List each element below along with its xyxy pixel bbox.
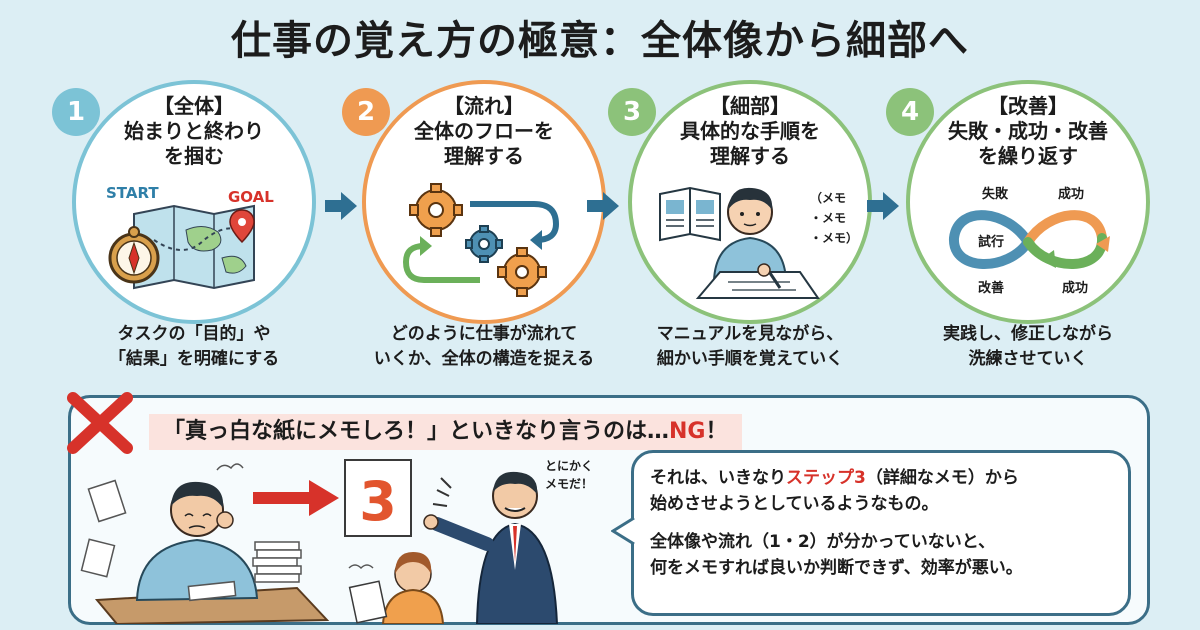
step-3-description: マニュアルを見ながら、 細かい手順を覚えていく xyxy=(656,324,844,369)
step-4-description: 実践し、修正しながら 洗練させていく xyxy=(943,324,1113,369)
step-4-circle xyxy=(906,80,1150,324)
step-2-badge: 2 xyxy=(342,88,390,136)
step-2-line1: 全体のフローを xyxy=(414,119,554,143)
loop-fail-label: 失敗 xyxy=(982,186,1009,202)
step-4-badge: 4 xyxy=(886,88,934,136)
infinity-loop-icon: 失敗 成功 試行 改善 成功 xyxy=(949,186,1110,296)
ng-label: NG xyxy=(669,419,706,444)
step-2-description: どのように仕事が流れて いくか、全体の構造を捉える xyxy=(373,324,595,369)
start-label: START xyxy=(106,184,159,202)
loop-success-top-label: 成功 xyxy=(1058,186,1084,202)
step-3-highlight: ステップ3 xyxy=(786,468,866,488)
map-compass-icon: START GOAL xyxy=(106,184,274,290)
loop-success-bottom-label: 成功 xyxy=(1062,280,1088,296)
explanation-speech-bubble: それは、いきなりステップ3（詳細なメモ）から 始めさせようとしているようなもの。… xyxy=(631,450,1131,616)
explanation-paragraph-1: それは、いきなりステップ3（詳細なメモ）から 始めさせようとしているようなもの。 xyxy=(650,468,1019,514)
step-1-title: 【全体】 始まりと終わり を掴む xyxy=(92,94,296,169)
step-1-heading: 【全体】 xyxy=(154,94,234,118)
step-3-line2: 理解する xyxy=(710,144,790,168)
step-3-heading: 【細部】 xyxy=(710,94,790,118)
step-4-title: 【改善】 失敗・成功・改善 を繰り返す xyxy=(926,94,1130,169)
bubble-tail xyxy=(611,516,635,546)
memo-note-2: ・メモ・ xyxy=(810,211,850,225)
step-2-title: 【流れ】 全体のフローを 理解する xyxy=(382,94,586,169)
step-3-badge: 3 xyxy=(608,88,656,136)
step-1-line2: を掴む xyxy=(164,144,224,168)
arrow-right-icon xyxy=(325,192,357,220)
manual-reading-icon: （メモ・ ・メモ・ ・メモ） xyxy=(659,186,850,299)
step-1-line1: 始まりと終わり xyxy=(124,119,264,143)
step-4-heading: 【改善】 xyxy=(988,94,1068,118)
page-title: 仕事の覚え方の極意：全体像から細部へ xyxy=(231,18,969,64)
ng-heading: 「真っ白な紙にメモしろ！」といきなり言うのは…NG！ xyxy=(149,414,742,450)
step-2-line2: 理解する xyxy=(444,144,524,168)
step-1-badge: 1 xyxy=(52,88,100,136)
boss-speech-line2: メモだ！ xyxy=(545,477,593,491)
step-1-description: タスクの「目的」や 「結果」を明確にする xyxy=(108,324,280,369)
goal-label: GOAL xyxy=(228,188,274,206)
step-3-line1: 具体的な手順を xyxy=(680,119,820,143)
explanation-paragraph-2: 全体像や流れ（1・2）が分かっていないと、 何をメモすれば良いか判断できず、効率… xyxy=(650,532,1023,578)
step-4-line2: を繰り返す xyxy=(978,144,1078,168)
memo-note-3: ・メモ） xyxy=(810,230,850,245)
ng-scene-illustration: 3 とにかく メモだ！ xyxy=(80,459,593,624)
gears-flow-icon xyxy=(402,183,560,297)
step-3-title: 【細部】 具体的な手順を 理解する xyxy=(648,94,852,169)
step-4-line1: 失敗・成功・改善 xyxy=(948,119,1108,143)
boss-speech-line1: とにかく xyxy=(545,459,593,473)
step-2-heading: 【流れ】 xyxy=(444,94,524,118)
step-3-big-number: 3 xyxy=(359,470,397,533)
arrow-right-icon xyxy=(867,192,899,220)
loop-improve-label: 改善 xyxy=(978,280,1004,296)
memo-note-1: （メモ・ xyxy=(810,190,850,205)
ng-example-panel: 「真っ白な紙にメモしろ！」といきなり言うのは…NG！ 3 xyxy=(67,392,1150,625)
loop-trial-label: 試行 xyxy=(978,234,1004,250)
cross-mark-icon xyxy=(67,392,133,454)
arrow-right-icon xyxy=(587,192,619,220)
